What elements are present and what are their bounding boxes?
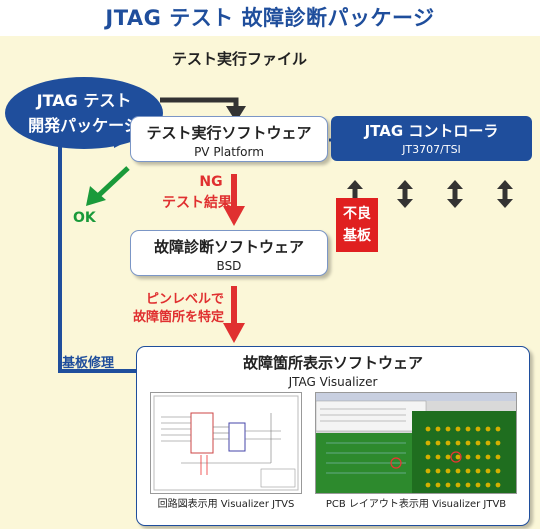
pin-level-line1: ピンレベルで (145, 292, 224, 307)
diagnosis-box: 故障診断ソフトウェア BSD (130, 230, 328, 276)
ng-label: NG (199, 174, 223, 190)
pcb-drawing (316, 393, 516, 493)
test-file-arrow (160, 97, 239, 108)
test-exec-box: テスト実行ソフトウェア PV Platform (130, 116, 328, 162)
controller-subtitle: JT3707/TSI (402, 143, 461, 156)
diagnosis-title: 故障診断ソフトウェア (153, 238, 304, 256)
ok-arrow-shaft (96, 166, 130, 198)
bad-board-badge: 不良 基板 (336, 198, 378, 252)
diagnosis-subtitle: BSD (216, 259, 242, 273)
package-line2: 開発パッケージ (28, 116, 140, 135)
ok-label: OK (73, 210, 96, 226)
ng-arrow-shaft (231, 174, 237, 209)
test-exec-title: テスト実行ソフトウェア (146, 124, 312, 142)
ok-arrowhead (86, 186, 106, 206)
schematic-drawing (153, 395, 299, 491)
test-file-label: テスト実行ファイル (172, 50, 308, 68)
package-line1: JTAG テスト (36, 91, 132, 110)
ng-result-label: テスト結果 (162, 195, 232, 211)
page-title: JTAG テスト 故障診断パッケージ (105, 6, 435, 30)
schematic-thumbnail (150, 392, 302, 494)
display-subtitle: JTAG Visualizer (288, 375, 378, 389)
bad-board-line2: 基板 (343, 228, 371, 244)
controller-io-arrows (347, 180, 513, 208)
display-title: 故障箇所表示ソフトウェア (242, 354, 423, 372)
package-ellipse: JTAG テスト 開発パッケージ (5, 77, 163, 149)
caption-pcb: PCB レイアウト表示用 Visualizer JTVB (325, 499, 507, 510)
diagram-canvas: JTAG テスト 開発パッケージ テスト実行ファイル テスト実行ソフトウェア P… (0, 36, 540, 529)
pin-arrow-shaft (231, 286, 237, 326)
test-exec-subtitle: PV Platform (194, 145, 264, 159)
pin-arrowhead (223, 323, 245, 343)
controller-title: JTAG コントローラ (364, 122, 499, 140)
repair-loop-line (58, 138, 136, 373)
pin-level-line2: 故障箇所を特定 (132, 310, 224, 325)
test-file-arrowhead (226, 106, 246, 122)
controller-box: JTAG コントローラ JT3707/TSI (331, 116, 532, 161)
ng-arrowhead (223, 206, 245, 226)
caption-schematic: 回路図表示用 Visualizer JTVS (157, 499, 295, 510)
repair-label: 基板修理 (62, 356, 115, 371)
bad-board-line1: 不良 (343, 206, 371, 222)
pcb-thumbnail (315, 392, 517, 494)
